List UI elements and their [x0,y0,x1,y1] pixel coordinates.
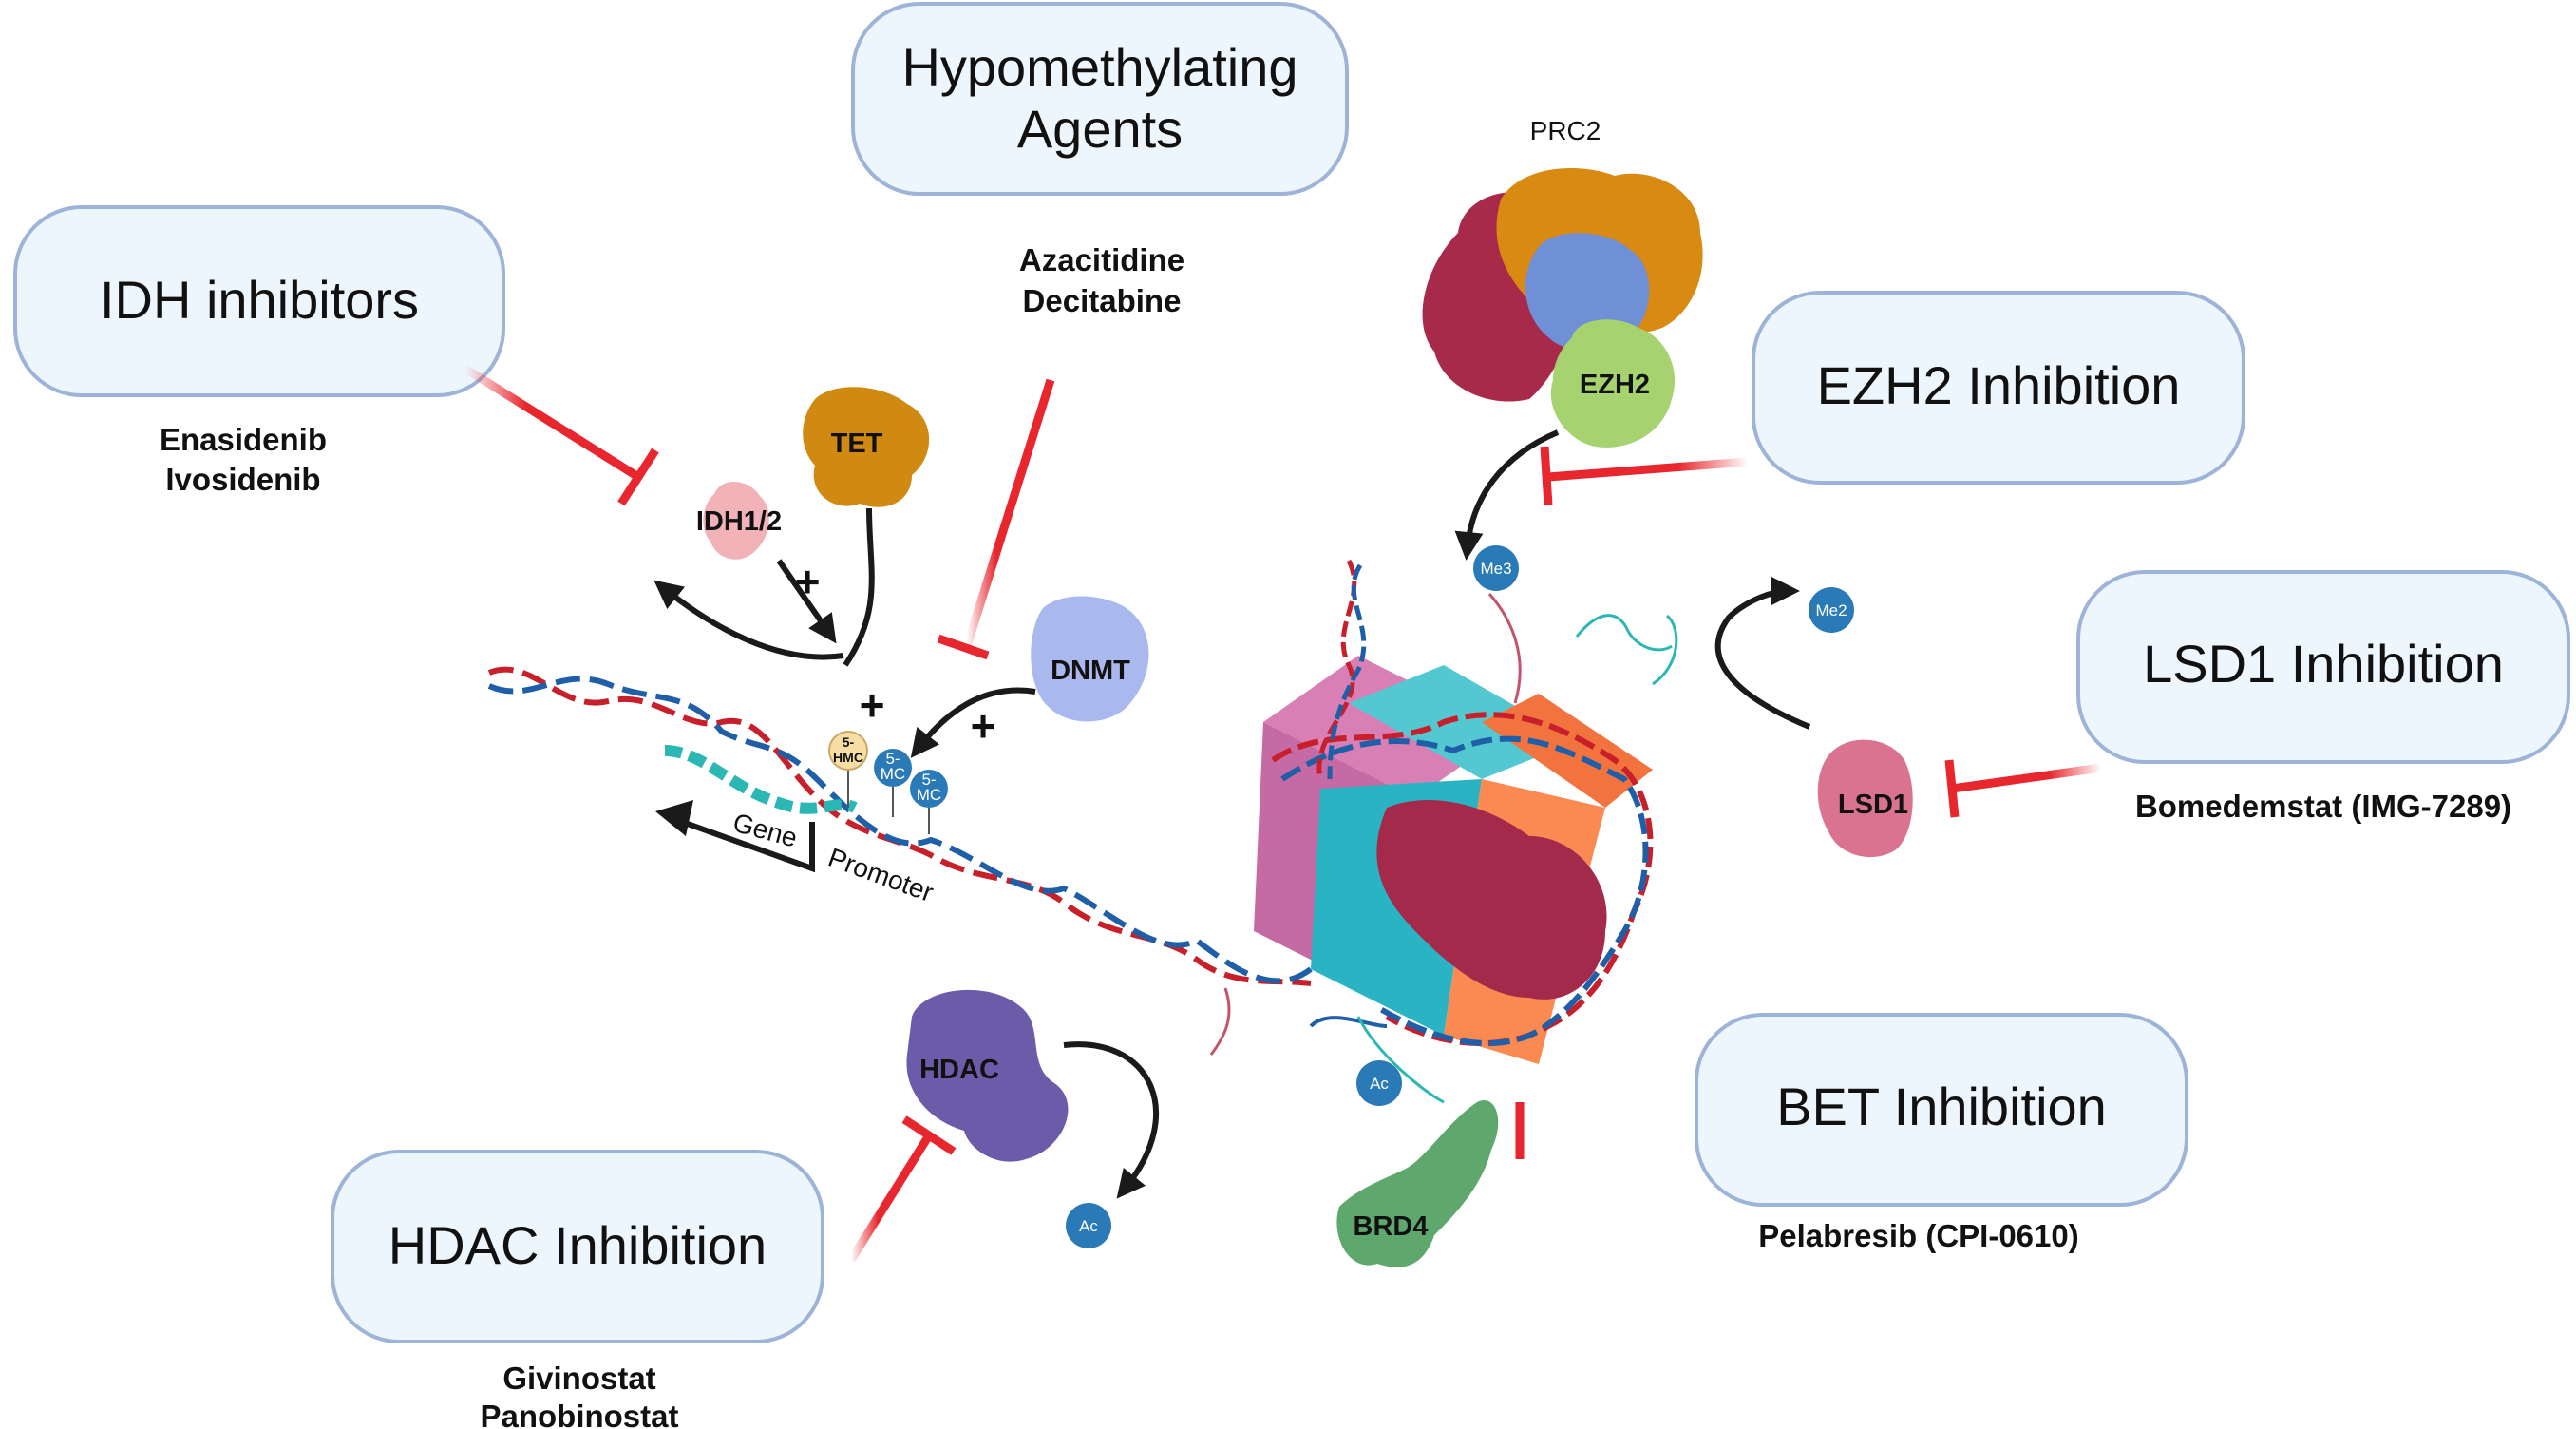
dnmt-enzyme: DNMT [1031,596,1149,722]
hypomethylating-title-line2: Agents [1017,99,1183,159]
hypomethylating-inhibition-line [937,378,1055,660]
lsd1-enzyme: LSD1 [1817,739,1913,858]
svg-text:5-: 5- [885,750,900,768]
five-mc-mark-1: 5- MC [874,749,912,817]
hdac-inhibition-line [847,1115,957,1263]
me2-mark: Me2 [1809,587,1854,633]
drug-enasidenib: Enasidenib [160,422,327,457]
hdac-inhibition-title: HDAC Inhibition [388,1215,767,1275]
svg-text:Me2: Me2 [1815,601,1847,619]
svg-text:Me3: Me3 [1480,560,1511,578]
me3-mark: Me3 [1473,545,1519,591]
plus-sign-idh: + [795,557,821,606]
idh12-enzyme: IDH1/2 [696,482,782,560]
tet-label: TET [831,429,883,459]
ezh2-arrow [1454,429,1560,561]
drug-pelabresib: Pelabresib (CPI-0610) [1758,1218,2078,1253]
svg-text:MC: MC [917,786,941,804]
bet-inhibition-box: BET Inhibition [1695,1013,2188,1207]
drug-panobinostat: Panobinostat [480,1399,678,1429]
lsd1-arrow [1714,577,1811,730]
lsd1-inhibition-line [1944,759,2102,818]
drug-bomedemstat: Bomedemstat (IMG-7289) [2135,789,2511,824]
lsd1-label: LSD1 [1838,790,1908,820]
brd4-label: BRD4 [1354,1211,1429,1242]
svg-text:Ac: Ac [1079,1217,1098,1235]
lsd1-inhibition-title: LSD1 Inhibition [2143,634,2504,694]
hdac-arrow [1063,1041,1160,1199]
bet-inhibition-title: BET Inhibition [1776,1077,2107,1136]
lsd1-tail [1652,614,1678,686]
drug-ivosidenib: Ivosidenib [165,462,320,497]
dnmt-arrow [910,687,1036,758]
svg-text:MC: MC [881,765,905,783]
drug-givinostat: Givinostat [502,1361,655,1396]
prc2-label: PRC2 [1530,116,1601,145]
hypomethylating-agents-box: Hypomethylating Agents [851,2,1349,196]
idh-inhibition-line [463,365,659,506]
ezh2-label: EZH2 [1580,370,1650,400]
hdac-enzyme: HDAC [906,989,1069,1162]
dna-strand-left [487,666,1313,986]
five-mc-mark-2: 5- MC [910,770,948,834]
ac-histone-mark: Ac [1356,1060,1402,1106]
plus-sign-tet: + [860,680,885,730]
ezh2-inhibition-line [1540,446,1749,506]
tet-enzyme: TET [803,387,930,507]
idh-inhibitors-box: IDH inhibitors [13,205,505,397]
plus-sign-dnmt: + [971,701,996,751]
hdac-inhibition-box: HDAC Inhibition [331,1150,824,1343]
ezh2-inhibition-box: EZH2 Inhibition [1752,291,2245,485]
hdac-label: HDAC [919,1055,999,1085]
svg-text:Ac: Ac [1370,1075,1389,1093]
idh-arrows [653,559,844,660]
svg-text:5-: 5- [921,771,936,789]
lsd1-inhibition-box: LSD1 Inhibition [2076,570,2570,764]
bet-inhibition-line [1515,1102,1672,1159]
prc2-complex [1422,168,1703,448]
drug-azacitidine: Azacitidine [1019,242,1184,277]
brd4-protein: BRD4 [1336,1100,1499,1267]
tet-line [843,507,875,667]
idh12-label: IDH1/2 [696,506,782,537]
drug-decitabine: Decitabine [1023,283,1182,318]
five-hmc-mark: 5- HMC [828,731,868,808]
ac-hdac-mark: Ac [1066,1203,1111,1248]
gene-label: Gene [729,808,800,853]
dnmt-label: DNMT [1051,656,1130,686]
svg-text:5-: 5- [843,734,855,750]
idh-inhibitors-title: IDH inhibitors [100,270,419,330]
gene-arrow [655,800,815,873]
svg-text:HMC: HMC [833,750,863,765]
hypomethylating-title-line1: Hypomethylating [901,37,1297,97]
nucleosome [1209,559,1673,1104]
ezh2-inhibition-title: EZH2 Inhibition [1817,355,2181,415]
